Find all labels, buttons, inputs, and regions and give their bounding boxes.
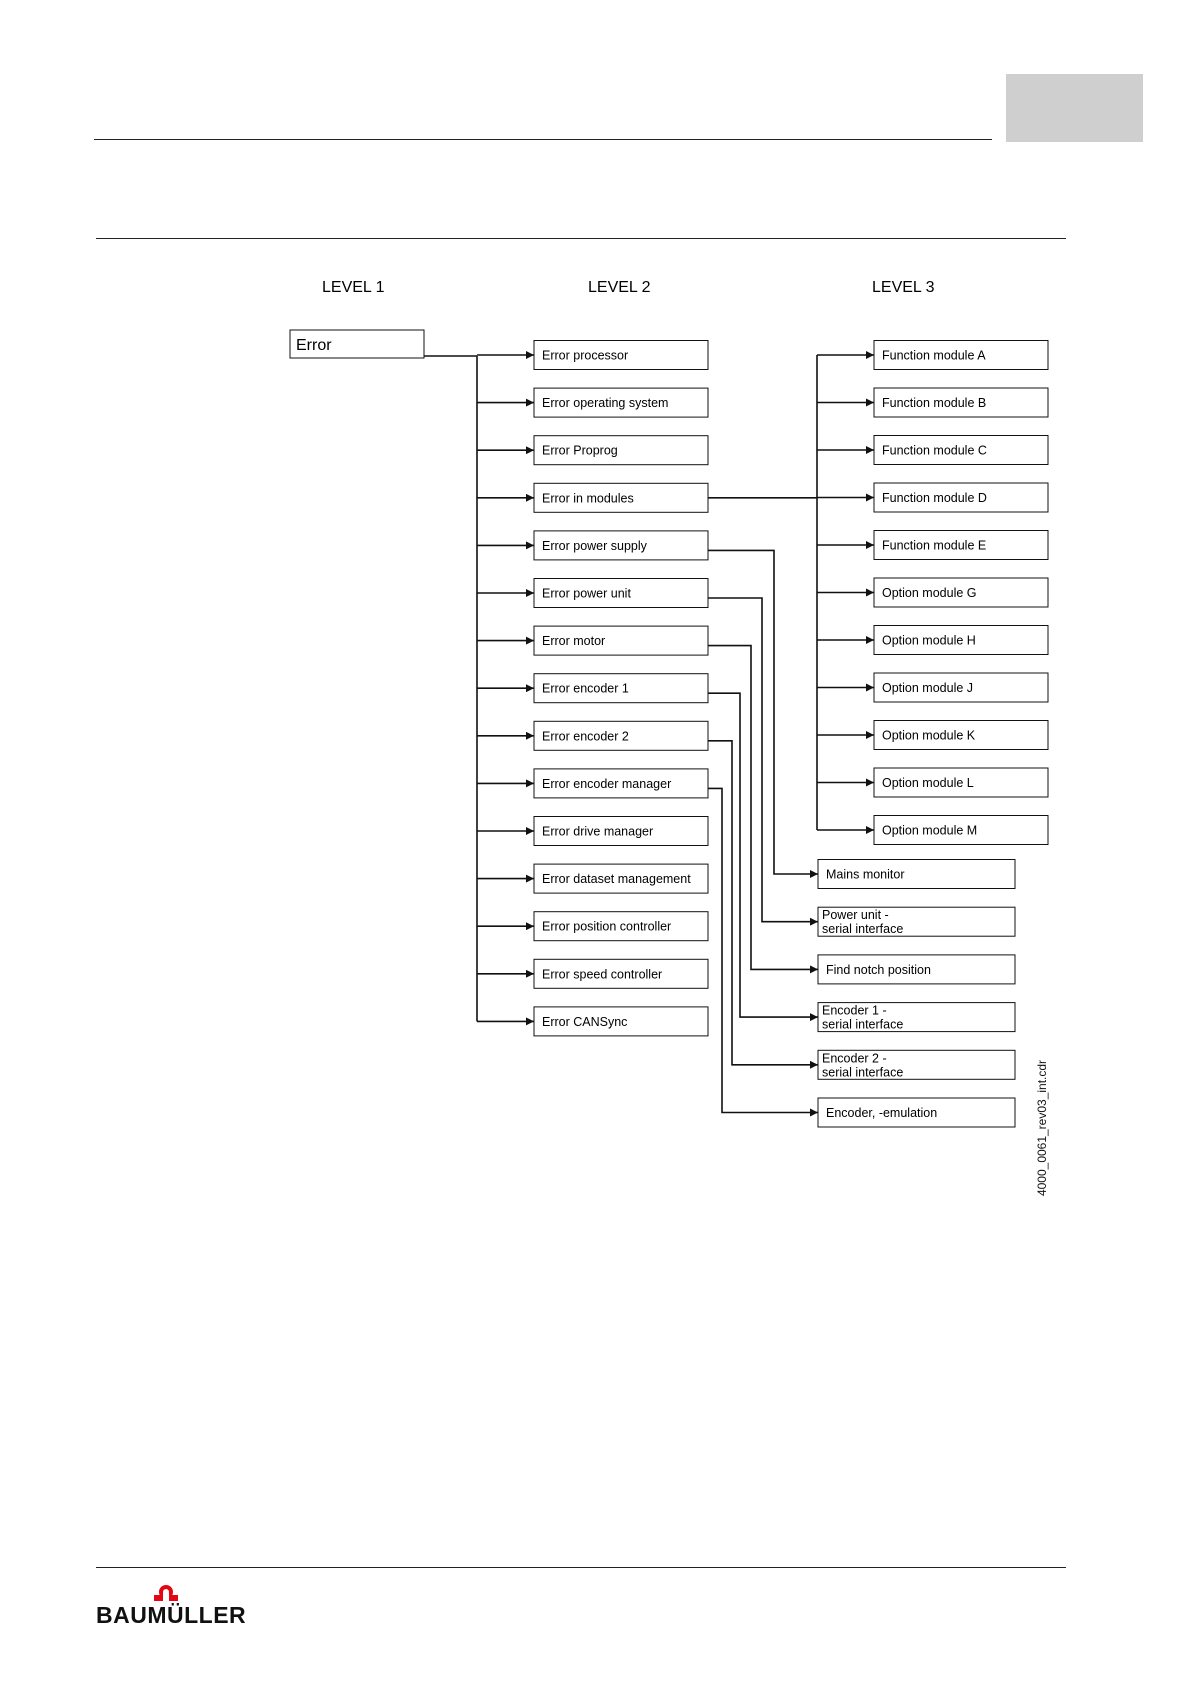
- level2-item-13-label: Error position controller: [542, 920, 671, 934]
- level2-item-10-label: Error encoder manager: [542, 777, 671, 791]
- header-rule-top: [94, 139, 992, 140]
- level2-item-1-box: [533, 340, 709, 370]
- subsystem-item-3-label: Find notch position: [826, 963, 931, 977]
- subsystem-item-4-box: [817, 1002, 1016, 1033]
- module-item-2-box: [873, 387, 1049, 418]
- module-item-2-label: Function module B: [882, 396, 986, 410]
- level2-item-8-label: Error encoder 1: [542, 682, 629, 696]
- level2-item-11-box: [533, 816, 709, 846]
- module-item-6-box: [873, 577, 1049, 608]
- level2-item-5-label: Error power supply: [542, 539, 648, 553]
- module-item-7-box: [873, 625, 1049, 655]
- level2-item-9-box: [533, 720, 709, 751]
- level2-item-7-box: [533, 625, 709, 656]
- subsystem-item-1-box: [817, 859, 1016, 889]
- level2-item-2-box: [533, 387, 709, 418]
- module-item-5-box: [873, 530, 1049, 560]
- subsystem-route-3: [708, 644, 818, 974]
- footer-rule: [96, 1567, 1066, 1568]
- level2-item-3-box: [533, 435, 709, 466]
- module-item-9-box: [873, 720, 1049, 750]
- level-2-heading: LEVEL 2: [588, 279, 651, 296]
- subsystem-item-6-label: Encoder, -emulation: [826, 1106, 937, 1120]
- module-item-4-box: [873, 482, 1049, 513]
- module-item-3-box: [873, 435, 1049, 465]
- subsystem-route-5: [708, 739, 818, 1069]
- subsystem-item-5-box: [817, 1049, 1016, 1080]
- level2-item-12-label: Error dataset management: [542, 872, 691, 886]
- header-rule-section: [96, 238, 1066, 239]
- module-item-10-label: Option module L: [882, 776, 974, 790]
- module-item-8-box: [873, 672, 1049, 703]
- level2-item-2-label: Error operating system: [542, 396, 668, 410]
- drawing-filename: 4000_0061_rev03_int.cdr: [1035, 1059, 1049, 1197]
- subsystem-item-1-label: Mains monitor: [826, 868, 905, 882]
- level2-item-6-box: [533, 578, 709, 608]
- module-item-1-box: [873, 340, 1049, 370]
- chapter-tab: [1006, 74, 1143, 142]
- logo-mark-icon: [154, 1585, 178, 1601]
- level2-item-14-box: [533, 958, 709, 989]
- level2-item-13-box: [533, 911, 709, 942]
- subsystem-item-3-box: [817, 954, 1016, 985]
- subsystem-item-5-label-1: Encoder 2 -: [822, 1051, 887, 1065]
- level2-item-10-box: [533, 768, 709, 799]
- subsystem-route-4: [708, 692, 818, 1022]
- module-item-6-label: Option module G: [882, 586, 977, 600]
- level2-item-9-label: Error encoder 2: [542, 729, 629, 743]
- root-error-box: [289, 329, 425, 359]
- level2-item-6-label: Error power unit: [542, 587, 631, 601]
- logo-wordmark: BAUMÜLLER: [96, 1602, 247, 1628]
- module-item-11-box: [873, 815, 1049, 845]
- subsystem-item-2-label-1: Power unit -: [822, 908, 889, 922]
- level2-item-15-box: [533, 1006, 709, 1037]
- level2-item-8-box: [533, 673, 709, 704]
- subsystem-route-6: [708, 787, 818, 1117]
- module-item-11-label: Option module M: [882, 824, 977, 838]
- root-error-label: Error: [296, 337, 332, 354]
- level2-item-4-label: Error in modules: [542, 491, 634, 505]
- level2-item-7-label: Error motor: [542, 634, 605, 648]
- subsystem-item-2-label-2: serial interface: [822, 922, 903, 936]
- subsystem-item-5-label-2: serial interface: [822, 1065, 903, 1079]
- level-1-heading: LEVEL 1: [322, 279, 385, 296]
- level2-item-3-label: Error Proprog: [542, 444, 618, 458]
- module-item-1-label: Function module A: [882, 349, 986, 363]
- level-3-heading: LEVEL 3: [872, 279, 935, 296]
- baumuller-logo: BAUMÜLLER: [96, 1581, 246, 1628]
- module-item-10-box: [873, 767, 1049, 798]
- module-item-5-label: Function module E: [882, 539, 986, 553]
- level2-item-12-box: [533, 863, 709, 894]
- level2-item-4-box: [533, 482, 709, 513]
- subsystem-item-4-label-1: Encoder 1 -: [822, 1004, 887, 1018]
- module-item-4-label: Function module D: [882, 491, 987, 505]
- module-item-9-label: Option module K: [882, 729, 976, 743]
- subsystem-route-1: [708, 549, 818, 878]
- subsystem-item-2-box: [817, 906, 1016, 937]
- level2-item-1-label: Error processor: [542, 349, 628, 363]
- subsystem-route-2: [708, 597, 818, 926]
- level2-item-11-label: Error drive manager: [542, 825, 653, 839]
- level2-item-15-label: Error CANSync: [542, 1015, 627, 1029]
- module-item-8-label: Option module J: [882, 681, 973, 695]
- subsystem-item-4-label-2: serial interface: [822, 1018, 903, 1032]
- level2-item-5-box: [533, 530, 709, 561]
- module-item-7-label: Option module H: [882, 634, 976, 648]
- level2-item-14-label: Error speed controller: [542, 967, 662, 981]
- subsystem-item-6-box: [817, 1097, 1016, 1128]
- module-item-3-label: Function module C: [882, 444, 987, 458]
